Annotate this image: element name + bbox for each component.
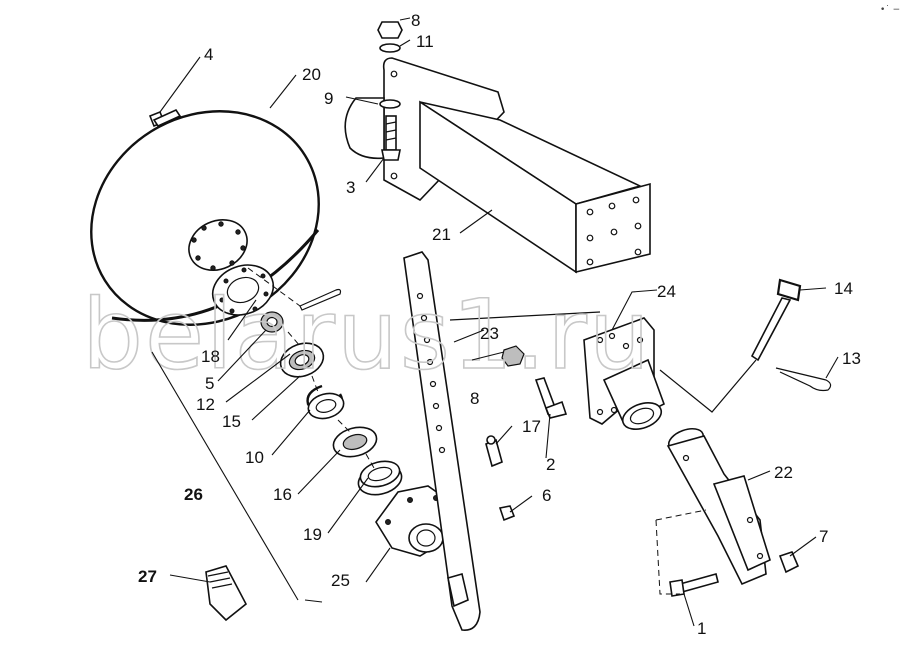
- callout-11: 11: [416, 32, 434, 51]
- callout-12: 12: [196, 395, 215, 414]
- callout-21: 21: [432, 225, 451, 244]
- callout-8-lower: 8: [470, 389, 479, 408]
- callout-2: 2: [546, 455, 555, 474]
- small-nut: [498, 505, 516, 522]
- top-nut: [377, 21, 403, 109]
- callout-labels: 1 2 3 4 5 6 7 8 8 9 10 11 12 13 14 15 16…: [138, 11, 861, 638]
- lock-pin: [750, 278, 802, 362]
- bearing-inner: [332, 426, 378, 458]
- seal-ring: [357, 460, 403, 496]
- bearing-outer: [279, 342, 325, 378]
- callout-5: 5: [205, 374, 214, 393]
- callout-22: 22: [774, 463, 793, 482]
- yoke: [666, 427, 771, 586]
- corner-mark: •˙ −: [880, 5, 900, 15]
- castle-nut: [260, 311, 284, 333]
- hairpin-clip: [775, 367, 832, 392]
- lower-nut: [501, 345, 525, 367]
- callout-20: 20: [302, 65, 321, 84]
- callout-7: 7: [819, 527, 828, 546]
- callout-16: 16: [273, 485, 292, 504]
- callout-19: 19: [303, 525, 322, 544]
- callout-25: 25: [331, 571, 350, 590]
- callout-24: 24: [657, 282, 676, 301]
- callout-17: 17: [522, 417, 541, 436]
- callout-4: 4: [204, 45, 213, 64]
- hub-housing: [375, 485, 449, 557]
- callout-3: 3: [346, 178, 355, 197]
- plate-bolt: [534, 377, 568, 419]
- callout-9: 9: [324, 89, 333, 108]
- yoke-nut: [778, 551, 800, 574]
- callout-8-top: 8: [411, 11, 420, 30]
- callout-23: 23: [480, 324, 499, 343]
- snap-ring: [306, 384, 345, 420]
- callout-10: 10: [245, 448, 264, 467]
- watermark-text: belarus1.ru: [82, 279, 652, 391]
- hub-flange: [211, 264, 275, 316]
- disc-bolt: [148, 108, 182, 128]
- leader-lines: [151, 17, 839, 627]
- mount-plate: [583, 317, 665, 430]
- callout-6: 6: [542, 486, 551, 505]
- callout-26: 26: [184, 485, 203, 504]
- yoke-bolt: [669, 573, 719, 597]
- callout-27: 27: [138, 567, 157, 586]
- cap: [205, 565, 248, 622]
- callout-15: 15: [222, 412, 241, 431]
- arm-bar: [403, 251, 481, 631]
- callout-13: 13: [842, 349, 861, 368]
- bracket-beam: [344, 57, 651, 274]
- cotter-pin: [299, 288, 342, 311]
- grease-fitting: [485, 435, 503, 468]
- callout-14: 14: [834, 279, 853, 298]
- callout-18: 18: [201, 347, 220, 366]
- bracket-bolt: [381, 115, 401, 161]
- assembly-lines: [247, 267, 757, 595]
- callout-1: 1: [697, 619, 706, 638]
